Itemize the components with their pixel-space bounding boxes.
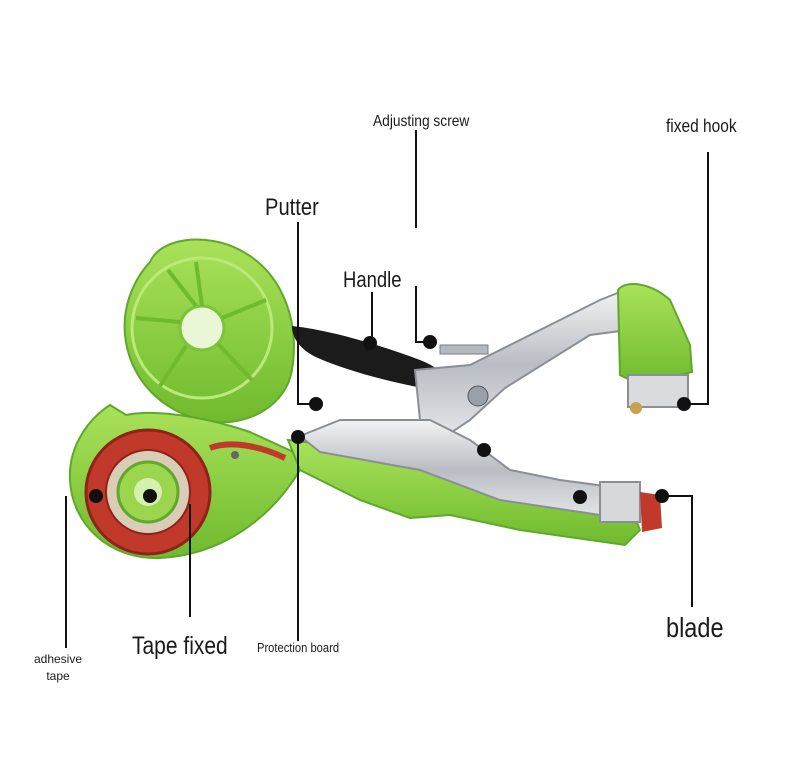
leader-dots	[89, 335, 691, 504]
label-protection-board: Protection board	[257, 640, 340, 655]
fixed-hook-block	[616, 283, 694, 387]
blade-head	[599, 481, 662, 532]
label-putter: Putter	[265, 194, 319, 221]
black-handle	[292, 326, 447, 392]
label-adjusting-screw: Adjusting screw	[373, 113, 470, 130]
label-fixed-hook: fixed hook	[666, 116, 737, 136]
tape-cover	[123, 238, 295, 424]
adjusting-screw-part	[439, 344, 489, 407]
label-tape-fixed: Tape fixed	[132, 632, 228, 660]
metal-upper-arm	[413, 288, 630, 442]
label-handle: Handle	[343, 267, 402, 292]
label-adhesive-tape: adhesive tape	[22, 651, 94, 685]
label-adhesive-tape-line2: tape	[46, 669, 70, 683]
tape-housing	[68, 403, 301, 560]
label-blade: blade	[666, 612, 724, 643]
label-adhesive-tape-line1: adhesive	[33, 652, 83, 666]
